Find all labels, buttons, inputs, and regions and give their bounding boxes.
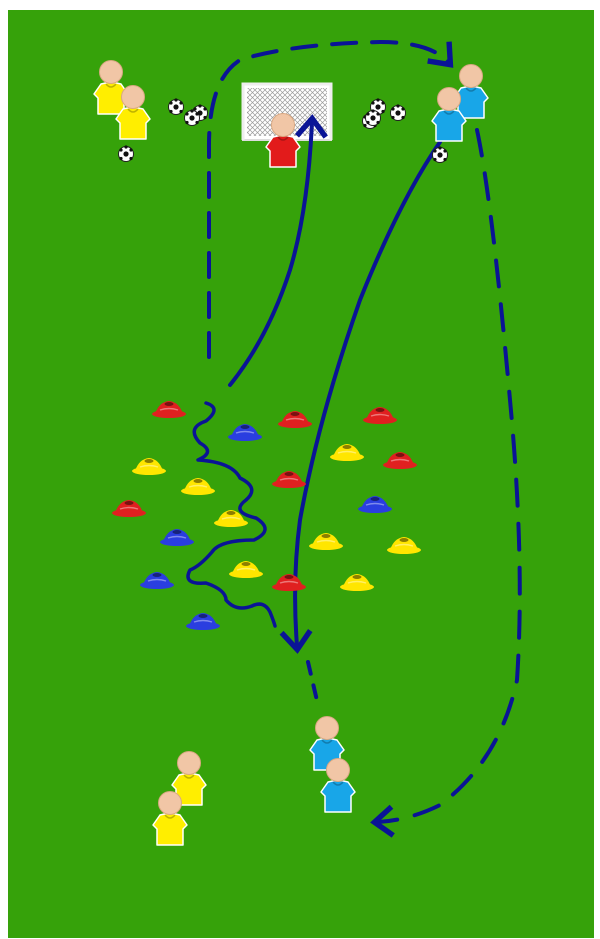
pitch (8, 10, 594, 938)
